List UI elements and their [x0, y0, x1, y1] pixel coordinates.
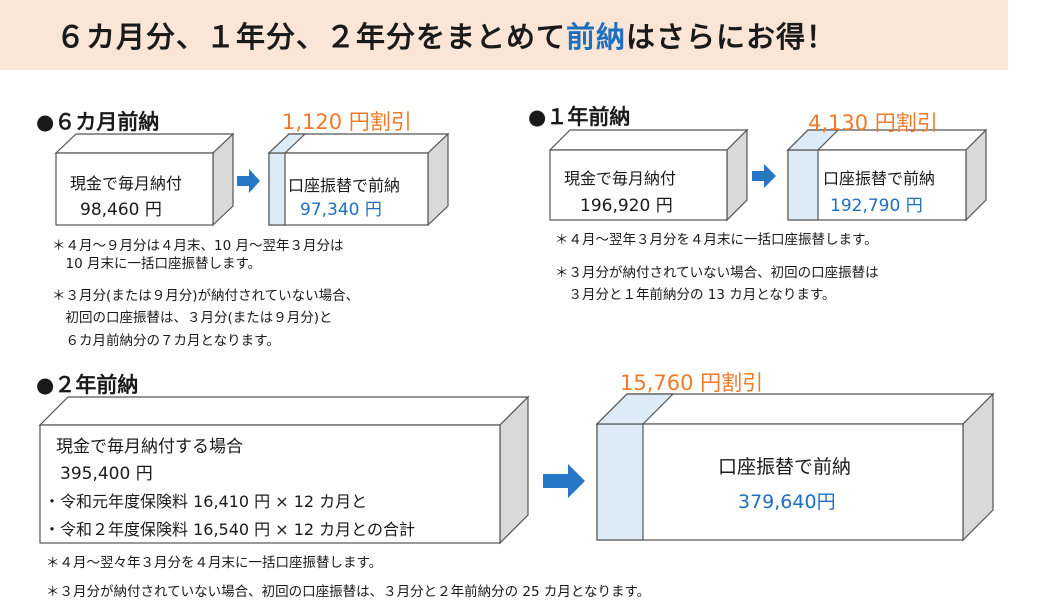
one-year-discount: 4,130 円割引 [808, 111, 938, 135]
six-month-note-1: ＊４月～９月分は４月末、10 月～翌年３月分は [52, 238, 344, 254]
two-year-breakdown-2: ・令和２年度保険料 16,540 円 × 12 カ月との合計 [44, 520, 416, 539]
two-year-heading: ●２年前納 [36, 373, 139, 397]
six-month-prepay-amount: 97,340 円 [300, 200, 382, 220]
six-month-note-5: ６カ月前納分の７カ月となります。 [52, 333, 280, 349]
arrow-right-icon [752, 164, 776, 188]
one-year-cash-amount: 196,920 円 [580, 196, 673, 216]
six-month-heading: ●６カ月前納 [36, 110, 160, 134]
one-year-cash-label: 現金で毎月納付 [564, 169, 677, 188]
two-year-note-2: ＊３月分が納付されていない場合、初回の口座振替は、３月分と２年前納分の 25 カ… [46, 584, 651, 600]
one-year-note-1: ＊４月～翌年３月分を４月末に一括口座振替します。 [555, 232, 878, 248]
title-highlight: 前納 [566, 20, 627, 54]
six-month-note-3: ＊３月分(または９月分)が納付されていない場合、 [52, 288, 360, 304]
two-year-prepay-label: 口座振替で前納 [718, 456, 852, 478]
two-year-note-1: ＊４月～翌々年３月分を４月末に一括口座振替します。 [46, 555, 383, 571]
two-year-cash-label: 現金で毎月納付する場合 [56, 437, 243, 457]
two-year-discount: 15,760 円割引 [620, 371, 764, 395]
two-year-cash-amount: 395,400 円 [60, 464, 153, 484]
one-year-note-2: ＊３月分が納付されていない場合、初回の口座振替は [555, 265, 879, 281]
two-year-breakdown-1: ・令和元年度保険料 16,410 円 × 12 カ月と [44, 492, 368, 511]
arrow-right-icon [543, 464, 585, 498]
one-year-note-3: ３月分と１年前納分の 13 カ月となります。 [555, 287, 836, 303]
six-month-discount: 1,120 円割引 [282, 110, 412, 134]
two-year-prepay-amount: 379,640円 [738, 491, 836, 513]
six-month-cash-label: 現金で毎月納付 [70, 174, 183, 193]
header-banner [0, 0, 1008, 70]
arrow-right-icon [237, 169, 260, 193]
page-title: ６カ月分、１年分、２年分をまとめて前納はさらにお得！ [56, 20, 837, 54]
one-year-prepay-amount: 192,790 円 [830, 196, 923, 216]
six-month-prepay-label: 口座振替で前納 [288, 176, 401, 195]
one-year-prepay-label: 口座振替で前納 [823, 169, 936, 188]
one-year-heading: ●１年前納 [528, 105, 631, 129]
six-month-note-4: 初回の口座振替は、３月分(または９月分)と [52, 310, 333, 326]
six-month-note-2: 10 月末に一括口座振替します。 [52, 256, 262, 272]
six-month-cash-amount: 98,460 円 [80, 200, 162, 220]
